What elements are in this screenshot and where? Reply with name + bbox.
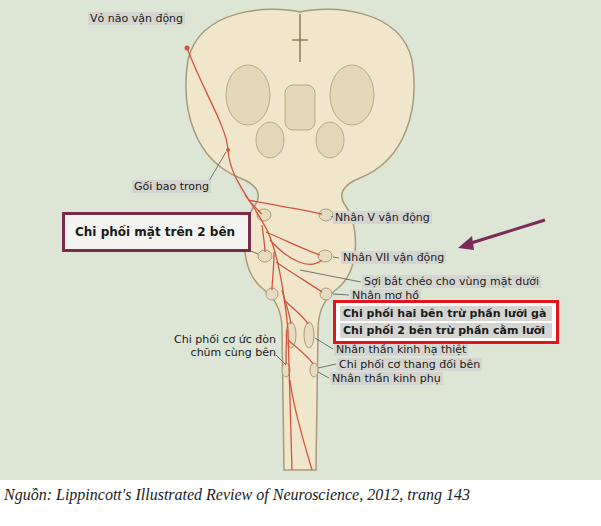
structure-label: Nhân V vận động bbox=[333, 211, 432, 224]
box-text: Chi phối mặt trên 2 bên bbox=[75, 224, 238, 240]
box-text: Chi phối hai bên trừ phần lưỡi gà bbox=[340, 306, 552, 321]
structure-label: Nhân VII vận động bbox=[341, 251, 446, 264]
highlight-box: Chi phối hai bên trừ phần lưỡi gà Chi phố… bbox=[333, 300, 559, 344]
structure-label: Gối bao trong bbox=[132, 180, 211, 193]
structure-label: Nhân thần kinh hạ thiệt bbox=[334, 343, 468, 356]
structure-label: Vỏ não vận động bbox=[88, 12, 185, 25]
source-caption: Nguồn: Lippincott's Illustrated Review o… bbox=[4, 486, 470, 504]
structure-label: Sợi bắt chéo cho vùng mặt dưới bbox=[362, 275, 541, 288]
structure-label: Nhân thần kinh phụ bbox=[330, 372, 443, 385]
structure-label: Chi phối cơ thang đối bên bbox=[337, 358, 482, 371]
box-text: Chi phối 2 bên trừ phần cằm lưỡi bbox=[340, 323, 552, 338]
highlight-box: Chi phối mặt trên 2 bên bbox=[62, 212, 251, 252]
structure-label: Chi phối cơ ức đòn chũm cùng bên bbox=[140, 333, 278, 359]
